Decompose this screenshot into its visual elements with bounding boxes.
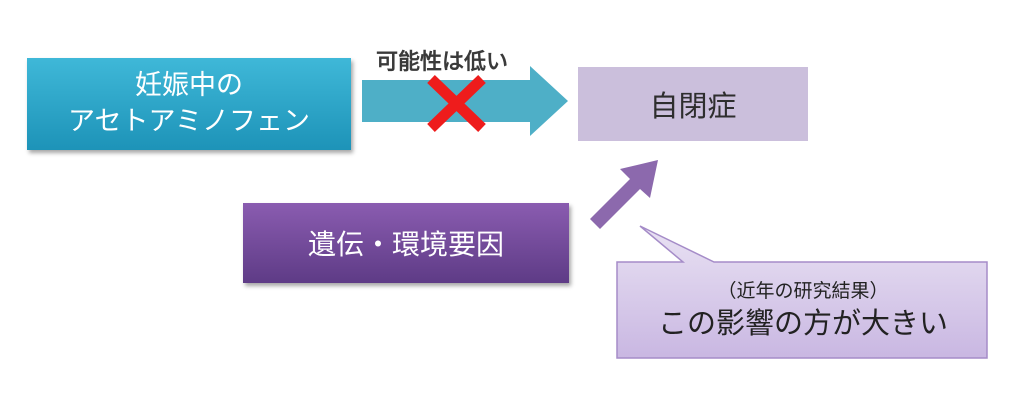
callout-subtitle: （近年の研究結果） <box>717 280 889 302</box>
arrow-genetic-to-autism <box>590 160 658 229</box>
callout-bubble <box>616 225 988 359</box>
acetaminophen-box: 妊娠中の アセトアミノフェン <box>27 58 351 150</box>
cross-icon <box>427 75 486 132</box>
callout-text: （近年の研究結果） この影響の方が大きい <box>620 262 986 358</box>
acetaminophen-line1: 妊娠中の <box>135 70 243 101</box>
acetaminophen-line2: アセトアミノフェン <box>68 106 310 137</box>
arrow-label: 可能性は低い <box>376 50 509 75</box>
callout-main: この影響の方が大きい <box>657 306 948 340</box>
autism-box: 自閉症 <box>578 67 808 141</box>
genetic-environment-box: 遺伝・環境要因 <box>243 203 569 283</box>
